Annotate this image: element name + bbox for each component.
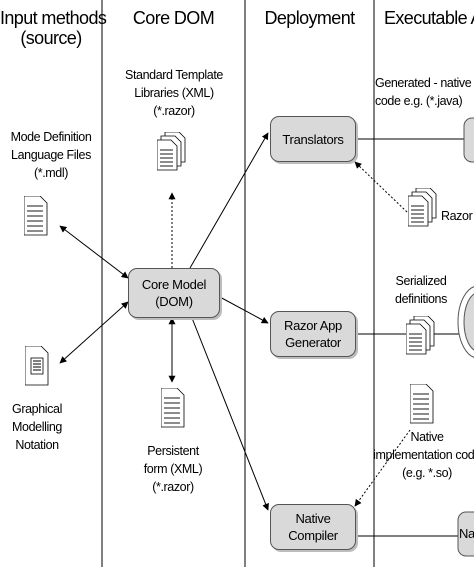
label-serialized-line2: definitions <box>395 292 447 306</box>
diagram-document-icon <box>25 346 49 386</box>
arrow-core-razorgen <box>217 295 269 324</box>
persistent-document-icon <box>161 388 185 428</box>
core-model-node[interactable]: Core Model (DOM) <box>128 268 220 318</box>
razor-gen-label-line2: Generator <box>285 335 341 350</box>
label-razor-library: Razor <box>441 209 473 223</box>
lane-heading-executable: Executable A <box>384 8 474 28</box>
template-document-icon <box>157 132 186 171</box>
lane-heading-deployment: Deployment <box>264 8 355 28</box>
label-persistent-line2: form (XML) <box>143 462 203 476</box>
mdl-document-icon <box>24 196 48 236</box>
label-graphical-line1: Graphical <box>12 402 62 416</box>
arrow-core-mdl <box>59 225 129 279</box>
label-mdl-line1: Mode Definition <box>10 130 92 144</box>
label-graphical-notation: Graphical Modelling Notation <box>2 400 72 454</box>
label-native-impl-line1: Native <box>410 430 444 444</box>
translators-node[interactable]: Translators <box>270 116 356 162</box>
native-compiler-label-line1: Native <box>295 511 331 526</box>
label-template-libraries: Standard Template Libraries (XML) (*.raz… <box>112 66 236 120</box>
lane-heading-input-line1: Input methods <box>0 8 107 28</box>
razor-library-document-icon <box>408 188 437 227</box>
exec-box-translated <box>463 117 474 163</box>
native-compiler-label-line2: Compiler <box>288 528 338 543</box>
lane-heading-input-line2: (source) <box>20 28 82 48</box>
label-native-implementation: Native implementation code (e.g. *.so) <box>372 428 474 482</box>
native-compiler-node[interactable]: Native Compiler <box>270 504 356 550</box>
label-serialized-line1: Serialized <box>395 274 447 288</box>
arrow-core-graphical <box>59 301 129 364</box>
label-generated-code: Generated - native code e.g. (*.java) <box>375 74 474 110</box>
native-impl-document-icon <box>410 384 434 424</box>
lane-heading-core: Core DOM <box>132 8 215 28</box>
label-template-line1: Standard Template <box>125 68 223 82</box>
label-mdl-files: Mode Definition Language Files (*.mdl) <box>4 128 98 182</box>
label-persistent-form: Persistent form (XML) (*.razor) <box>120 442 226 496</box>
label-generated-line2: code e.g. (*.java) <box>375 94 463 108</box>
label-mdl-line3: (*.mdl) <box>33 166 68 180</box>
label-native-impl-line3: (e.g. *.so) <box>402 466 452 480</box>
arrow-razor-to-translators <box>354 161 408 213</box>
label-mdl-line2: Language Files <box>11 148 91 162</box>
label-template-line2: Libraries (XML) <box>134 86 214 100</box>
arrow-core-native <box>191 317 269 511</box>
label-native-impl-line2: implementation code <box>373 448 474 462</box>
label-persistent-line3: (*.razor) <box>152 480 194 494</box>
core-model-label-line1: Core Model <box>141 277 207 292</box>
label-template-line3: (*.razor) <box>153 104 195 118</box>
label-graphical-line3: Notation <box>15 438 59 452</box>
label-serialized-definitions: Serialized definitions <box>386 272 456 308</box>
exec-box-native <box>457 511 474 557</box>
lane-heading-input: Input methods (source) <box>0 8 107 48</box>
label-graphical-line2: Modelling <box>12 420 62 434</box>
label-generated-line1: Generated - native <box>375 76 472 90</box>
label-native-exec-partial: Na <box>459 526 474 541</box>
arrow-core-translators <box>189 132 269 269</box>
razor-gen-label-line1: Razor App <box>283 318 342 333</box>
razor-app-generator-node[interactable]: Razor App Generator <box>270 311 356 357</box>
label-persistent-line1: Persistent <box>147 444 199 458</box>
serialized-document-icon <box>406 316 435 355</box>
core-model-label-line2: (DOM) <box>155 294 193 309</box>
